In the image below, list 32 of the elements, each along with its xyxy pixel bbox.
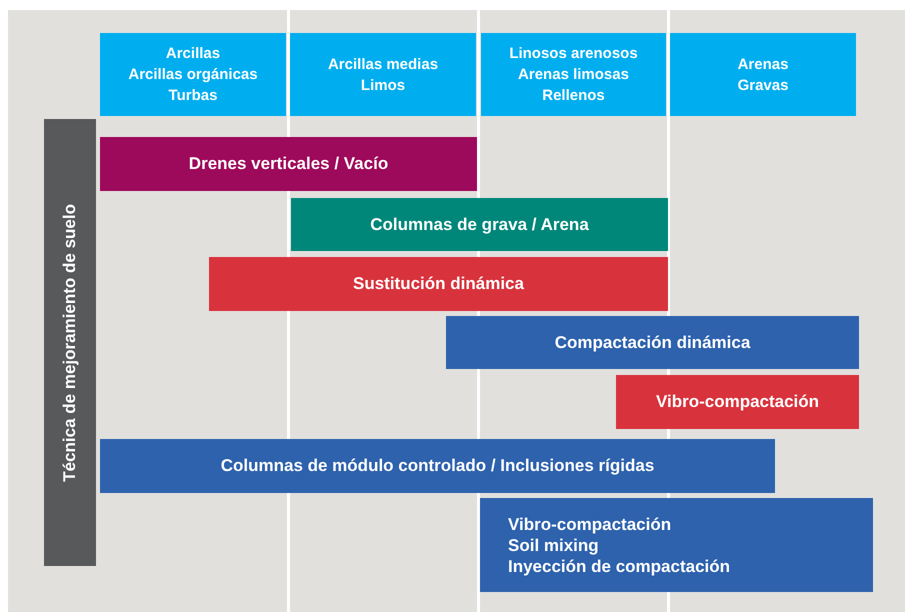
- axis-label-bar: [44, 119, 96, 566]
- soil-type-label: Arcillas medias: [328, 54, 438, 74]
- soil-type-header: [290, 33, 476, 116]
- soil-type-label: Turbas: [168, 86, 218, 106]
- technique-bar: [616, 375, 859, 429]
- soil-type-label: Linosos arenosos: [509, 44, 638, 64]
- soil-type-label: Arcillas: [166, 44, 220, 64]
- technique-bar: [446, 316, 859, 369]
- technique-bar: [100, 439, 775, 493]
- soil-type-label: Arenas limosas: [518, 65, 629, 85]
- soil-type-header: [100, 33, 286, 116]
- soil-type-label: Rellenos: [542, 86, 605, 106]
- technique-label: Soil mixing: [508, 534, 599, 556]
- technique-label: Compactación dinámica: [554, 332, 750, 352]
- technique-label: Drenes verticales / Vacío: [188, 154, 388, 174]
- technique-label: Sustitución dinámica: [353, 274, 524, 294]
- technique-bar: [480, 498, 873, 592]
- soil-type-header: [481, 33, 666, 116]
- technique-bar: [100, 137, 477, 191]
- soil-type-label: Gravas: [738, 76, 788, 96]
- soil-type-label: Arenas: [738, 54, 788, 74]
- axis-label: Técnica de mejoramiento de suelo: [60, 204, 80, 482]
- technique-label: Inyección de compactación: [508, 556, 730, 576]
- technique-label: Vibro-compactación: [656, 392, 820, 412]
- technique-label: Columnas de grava / Arena: [370, 214, 589, 234]
- technique-bar: [291, 198, 668, 251]
- soil-type-label: Limos: [360, 76, 406, 96]
- technique-label: Columnas de módulo controlado / Inclusiones rígidas: [220, 456, 654, 476]
- technique-label: Vibro-compactación: [508, 514, 672, 534]
- technique-bar: [209, 257, 668, 311]
- soil-type-label: Arcillas orgánicas: [128, 65, 258, 85]
- soil-type-header: [670, 33, 856, 116]
